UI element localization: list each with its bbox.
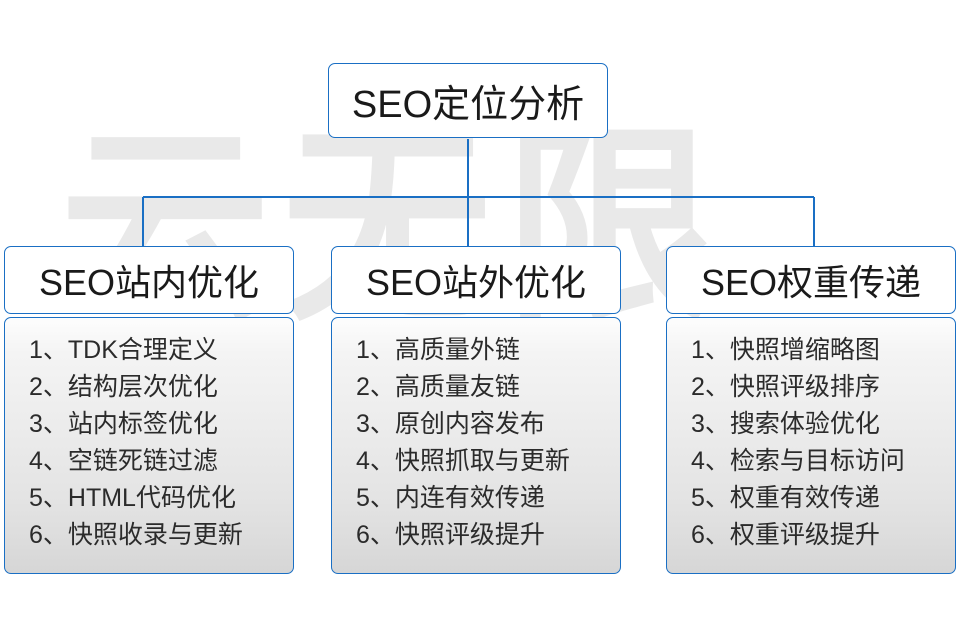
list-item: 6、快照评级提升 <box>332 517 620 554</box>
list-item: 3、搜索体验优化 <box>667 406 955 443</box>
branch-header-1: SEO站外优化 <box>331 246 621 314</box>
list-item-number: 5、 <box>29 484 68 512</box>
list-item-label: 站内标签优化 <box>67 410 218 438</box>
root-node-label: SEO定位分析 <box>328 63 608 138</box>
list-item-label: 结构层次优化 <box>67 373 218 401</box>
list-item-label: TDK合理定义 <box>67 336 218 364</box>
list-item-label: 内连有效传递 <box>394 484 545 512</box>
list-item-label: 原创内容发布 <box>394 410 545 438</box>
list-item-label: HTML代码优化 <box>67 484 236 512</box>
list-item: 2、高质量友链 <box>332 369 620 406</box>
list-item: 1、快照增缩略图 <box>667 332 955 369</box>
list-item: 4、空链死链过滤 <box>5 443 293 480</box>
branch-column-seo-offsite[interactable]: SEO站外优化 1、高质量外链 2、高质量友链 3、原创内容发布 4、快照抓取与… <box>331 246 621 574</box>
list-item-label: 快照评级提升 <box>394 521 545 549</box>
list-item: 2、快照评级排序 <box>667 369 955 406</box>
list-item-number: 2、 <box>356 373 395 401</box>
branch-header-2: SEO权重传递 <box>666 246 956 314</box>
list-item: 6、快照收录与更新 <box>5 517 293 554</box>
list-item: 5、内连有效传递 <box>332 480 620 517</box>
branch-list-panel-2: 1、快照增缩略图 2、快照评级排序 3、搜索体验优化 4、检索与目标访问 5、权… <box>666 317 956 574</box>
list-item-label: 权重有效传递 <box>729 484 880 512</box>
branch-column-seo-weight[interactable]: SEO权重传递 1、快照增缩略图 2、快照评级排序 3、搜索体验优化 4、检索与… <box>666 246 956 574</box>
list-item-number: 6、 <box>691 521 730 549</box>
list-item-label: 快照评级排序 <box>729 373 880 401</box>
list-item: 3、站内标签优化 <box>5 406 293 443</box>
list-item-number: 1、 <box>691 336 730 364</box>
list-item-label: 快照抓取与更新 <box>394 447 570 475</box>
list-item-number: 5、 <box>356 484 395 512</box>
list-item-number: 4、 <box>29 447 68 475</box>
list-item: 4、快照抓取与更新 <box>332 443 620 480</box>
list-item-number: 3、 <box>356 410 395 438</box>
branch-list-panel-0: 1、TDK合理定义 2、结构层次优化 3、站内标签优化 4、空链死链过滤 5、H… <box>4 317 294 574</box>
list-item-number: 3、 <box>691 410 730 438</box>
list-item-number: 6、 <box>356 521 395 549</box>
list-item: 3、原创内容发布 <box>332 406 620 443</box>
list-item-label: 检索与目标访问 <box>729 447 905 475</box>
list-item: 1、TDK合理定义 <box>5 332 293 369</box>
branch-list-1: 1、高质量外链 2、高质量友链 3、原创内容发布 4、快照抓取与更新 5、内连有… <box>332 332 620 554</box>
list-item: 4、检索与目标访问 <box>667 443 955 480</box>
list-item-label: 权重评级提升 <box>729 521 880 549</box>
list-item: 1、高质量外链 <box>332 332 620 369</box>
list-item: 2、结构层次优化 <box>5 369 293 406</box>
branch-column-seo-onsite[interactable]: SEO站内优化 1、TDK合理定义 2、结构层次优化 3、站内标签优化 4、空链… <box>4 246 294 574</box>
list-item: 5、HTML代码优化 <box>5 480 293 517</box>
list-item-number: 5、 <box>691 484 730 512</box>
list-item-label: 快照收录与更新 <box>67 521 243 549</box>
list-item-number: 1、 <box>29 336 68 364</box>
list-item-number: 2、 <box>691 373 730 401</box>
branch-header-0: SEO站内优化 <box>4 246 294 314</box>
list-item-label: 快照增缩略图 <box>729 336 880 364</box>
root-node[interactable]: SEO定位分析 <box>328 63 608 138</box>
list-item-label: 空链死链过滤 <box>67 447 218 475</box>
list-item-number: 4、 <box>356 447 395 475</box>
list-item: 6、权重评级提升 <box>667 517 955 554</box>
list-item-number: 3、 <box>29 410 68 438</box>
list-item-label: 搜索体验优化 <box>729 410 880 438</box>
list-item: 5、权重有效传递 <box>667 480 955 517</box>
branch-list-0: 1、TDK合理定义 2、结构层次优化 3、站内标签优化 4、空链死链过滤 5、H… <box>5 332 293 554</box>
list-item-number: 2、 <box>29 373 68 401</box>
list-item-number: 1、 <box>356 336 395 364</box>
list-item-label: 高质量外链 <box>394 336 520 364</box>
list-item-number: 4、 <box>691 447 730 475</box>
branch-list-panel-1: 1、高质量外链 2、高质量友链 3、原创内容发布 4、快照抓取与更新 5、内连有… <box>331 317 621 574</box>
list-item-number: 6、 <box>29 521 68 549</box>
list-item-label: 高质量友链 <box>394 373 520 401</box>
branch-list-2: 1、快照增缩略图 2、快照评级排序 3、搜索体验优化 4、检索与目标访问 5、权… <box>667 332 955 554</box>
